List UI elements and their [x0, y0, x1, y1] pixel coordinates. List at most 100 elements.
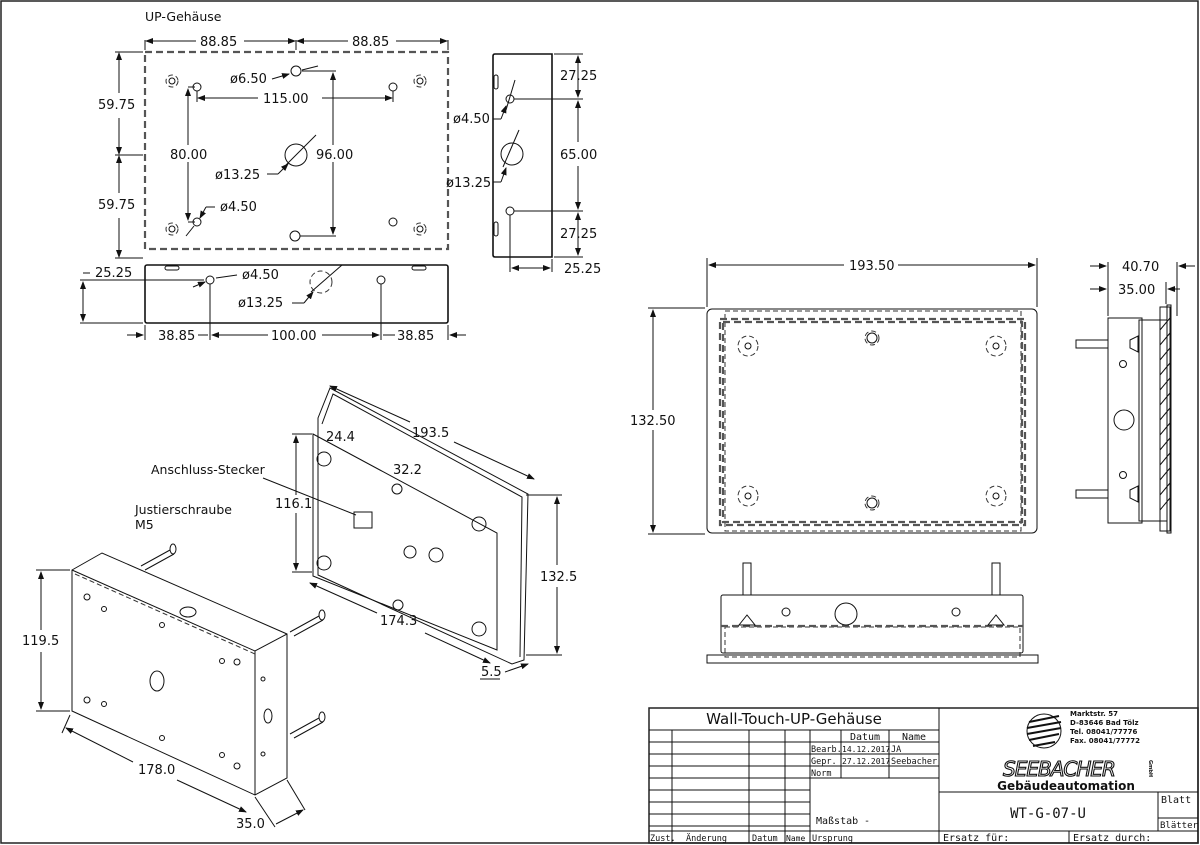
scale-value: - — [864, 816, 870, 827]
panel-bottom-view — [706, 562, 1039, 664]
footer-zust: Zust. — [650, 834, 676, 844]
dim-59-75-bottom: 59.75 — [98, 198, 135, 213]
dim-27-25-bottom: 27.25 — [560, 227, 597, 242]
inner-housing-outline — [718, 317, 1027, 527]
dim-80-00: 80.00 — [170, 148, 207, 163]
row-name-gepr: Seebacher — [891, 757, 937, 767]
panel-front-view: 193.50 132.50 — [630, 258, 1038, 535]
mount-boss-icon — [985, 335, 1007, 357]
company-logo-text: SEEBACHER — [1003, 757, 1115, 781]
scale-label: Maßstab — [816, 816, 858, 827]
row-date-gepr: 27.12.2017 — [842, 757, 890, 766]
footer-ursprung: Ursprung — [812, 834, 853, 844]
side-body-outline — [1107, 317, 1143, 524]
front-view: 25.25 ø4.50 ø13.25 38.85 100.00 38.85 — [80, 264, 466, 344]
dim-178-0: 178.0 — [138, 763, 175, 778]
adjust-screw-icon — [991, 562, 1001, 596]
dim-hole-4-50-side: ø4.50 — [453, 112, 490, 127]
dim-24-4: 24.4 — [326, 430, 355, 445]
company-fax: Fax. 08041/77772 — [1070, 737, 1140, 745]
dim-40-70: 40.70 — [1122, 260, 1159, 275]
adjust-screw-icon — [289, 609, 326, 637]
adjust-screw-icon — [1075, 489, 1109, 499]
dim-65-00: 65.00 — [560, 148, 597, 163]
company-city: D-83646 Bad Tölz — [1070, 719, 1139, 727]
row-label-gepr: Gepr. — [811, 757, 837, 767]
mount-boss-icon — [864, 495, 880, 511]
hole — [388, 82, 398, 92]
row-date-bearb: 14.12.2017 — [842, 745, 890, 754]
dim-193-50: 193.50 — [849, 259, 895, 274]
dim-center-hole-13-25-front: ø13.25 — [238, 296, 283, 311]
panel-outline — [706, 308, 1038, 534]
mount-boss-icon — [165, 74, 179, 88]
label-justierschraube: Justierschraube — [134, 502, 232, 517]
dim-96-00: 96.00 — [316, 148, 353, 163]
dim-32-2: 32.2 — [393, 463, 422, 478]
drawing-number: WT-G-07-U — [1010, 806, 1086, 822]
hole — [388, 217, 398, 227]
footer-name: Name — [786, 834, 805, 843]
dim-25-25: 25.25 — [95, 266, 132, 281]
mount-boss-icon — [864, 330, 880, 346]
front-outline — [144, 264, 449, 324]
hole — [289, 230, 301, 242]
dim-174-3: 174.3 — [380, 614, 417, 629]
dim-193-5: 193.5 — [412, 426, 449, 441]
company-street: Marktstr. 57 — [1070, 710, 1118, 718]
adjust-screw-icon — [140, 543, 177, 571]
dim-center-hole-13-25: ø13.25 — [215, 168, 260, 183]
mount-boss-icon — [737, 485, 759, 507]
dim-center-hole-13-25-side: ø13.25 — [446, 176, 491, 191]
dim-115-00: 115.00 — [263, 92, 309, 107]
blatt-label: Blatt — [1161, 795, 1191, 806]
dim-hole-4-50: ø4.50 — [220, 200, 257, 215]
header-name: Name — [902, 732, 926, 743]
top-view: UP-Gehäuse 88.85 88.85 59.75 59.75 — [98, 9, 450, 259]
globe-logo-icon — [1026, 713, 1062, 749]
footer-ersatz-fuer: Ersatz für: — [943, 833, 1009, 844]
dim-59-75-top: 59.75 — [98, 98, 135, 113]
dim-88-85-right: 88.85 — [352, 35, 389, 50]
company-tagline: Gebäudeautomation — [997, 779, 1135, 793]
adjust-screw-icon — [289, 711, 326, 739]
company-logo-suffix: GmbH — [1147, 760, 1153, 777]
drawing-title: Wall-Touch-UP-Gehäuse — [706, 710, 882, 728]
header-datum: Datum — [850, 732, 880, 743]
panel-side-view: 40.70 35.00 — [1075, 260, 1195, 534]
iso-panel-view: 24.4 32.2 193.5 116.1 132.5 174.3 5.5 An… — [151, 385, 577, 680]
adjust-screw-icon — [1075, 339, 1109, 349]
footer-datum: Datum — [752, 834, 778, 844]
side-outline — [492, 53, 553, 258]
housing-outline — [143, 50, 450, 251]
dim-119-5: 119.5 — [22, 634, 59, 649]
company-tel: Tel. 08041/77776 — [1070, 728, 1137, 736]
dim-35-0: 35.0 — [236, 817, 265, 832]
dim-132-5: 132.5 — [540, 570, 577, 585]
dim-88-85-left: 88.85 — [200, 35, 237, 50]
label-m5: M5 — [135, 517, 154, 532]
mount-boss-icon — [413, 222, 427, 236]
dim-116-1: 116.1 — [275, 497, 312, 512]
connector-icon — [353, 511, 373, 529]
side-view: ø4.50 ø13.25 27.25 65.00 27.25 25.25 — [446, 53, 601, 277]
center-hole — [284, 143, 308, 167]
mount-boss-icon — [165, 222, 179, 236]
iso-housing-view: Justierschraube M5 119.5 178.0 35.0 — [22, 502, 326, 832]
company-logo: Marktstr. 57 D-83646 Bad Tölz Tel. 08041… — [997, 710, 1153, 793]
dim-132-50: 132.50 — [630, 414, 676, 429]
adjust-screw-icon — [742, 562, 752, 596]
dim-hole-4-50-front: ø4.50 — [242, 268, 279, 283]
dim-38-85-left: 38.85 — [158, 329, 195, 344]
iso-housing-outline — [71, 552, 288, 796]
mount-boss-icon — [737, 335, 759, 357]
dim-35-00: 35.00 — [1118, 283, 1155, 298]
label-anschluss-stecker: Anschluss-Stecker — [151, 462, 266, 477]
mount-boss-icon — [413, 74, 427, 88]
row-label-bearb: Bearb. — [811, 745, 842, 755]
row-name-bearb: JA — [891, 745, 901, 755]
dim-25-25-side: 25.25 — [564, 262, 601, 277]
footer-ersatz-durch: Ersatz durch: — [1073, 833, 1151, 844]
hole — [290, 65, 302, 77]
